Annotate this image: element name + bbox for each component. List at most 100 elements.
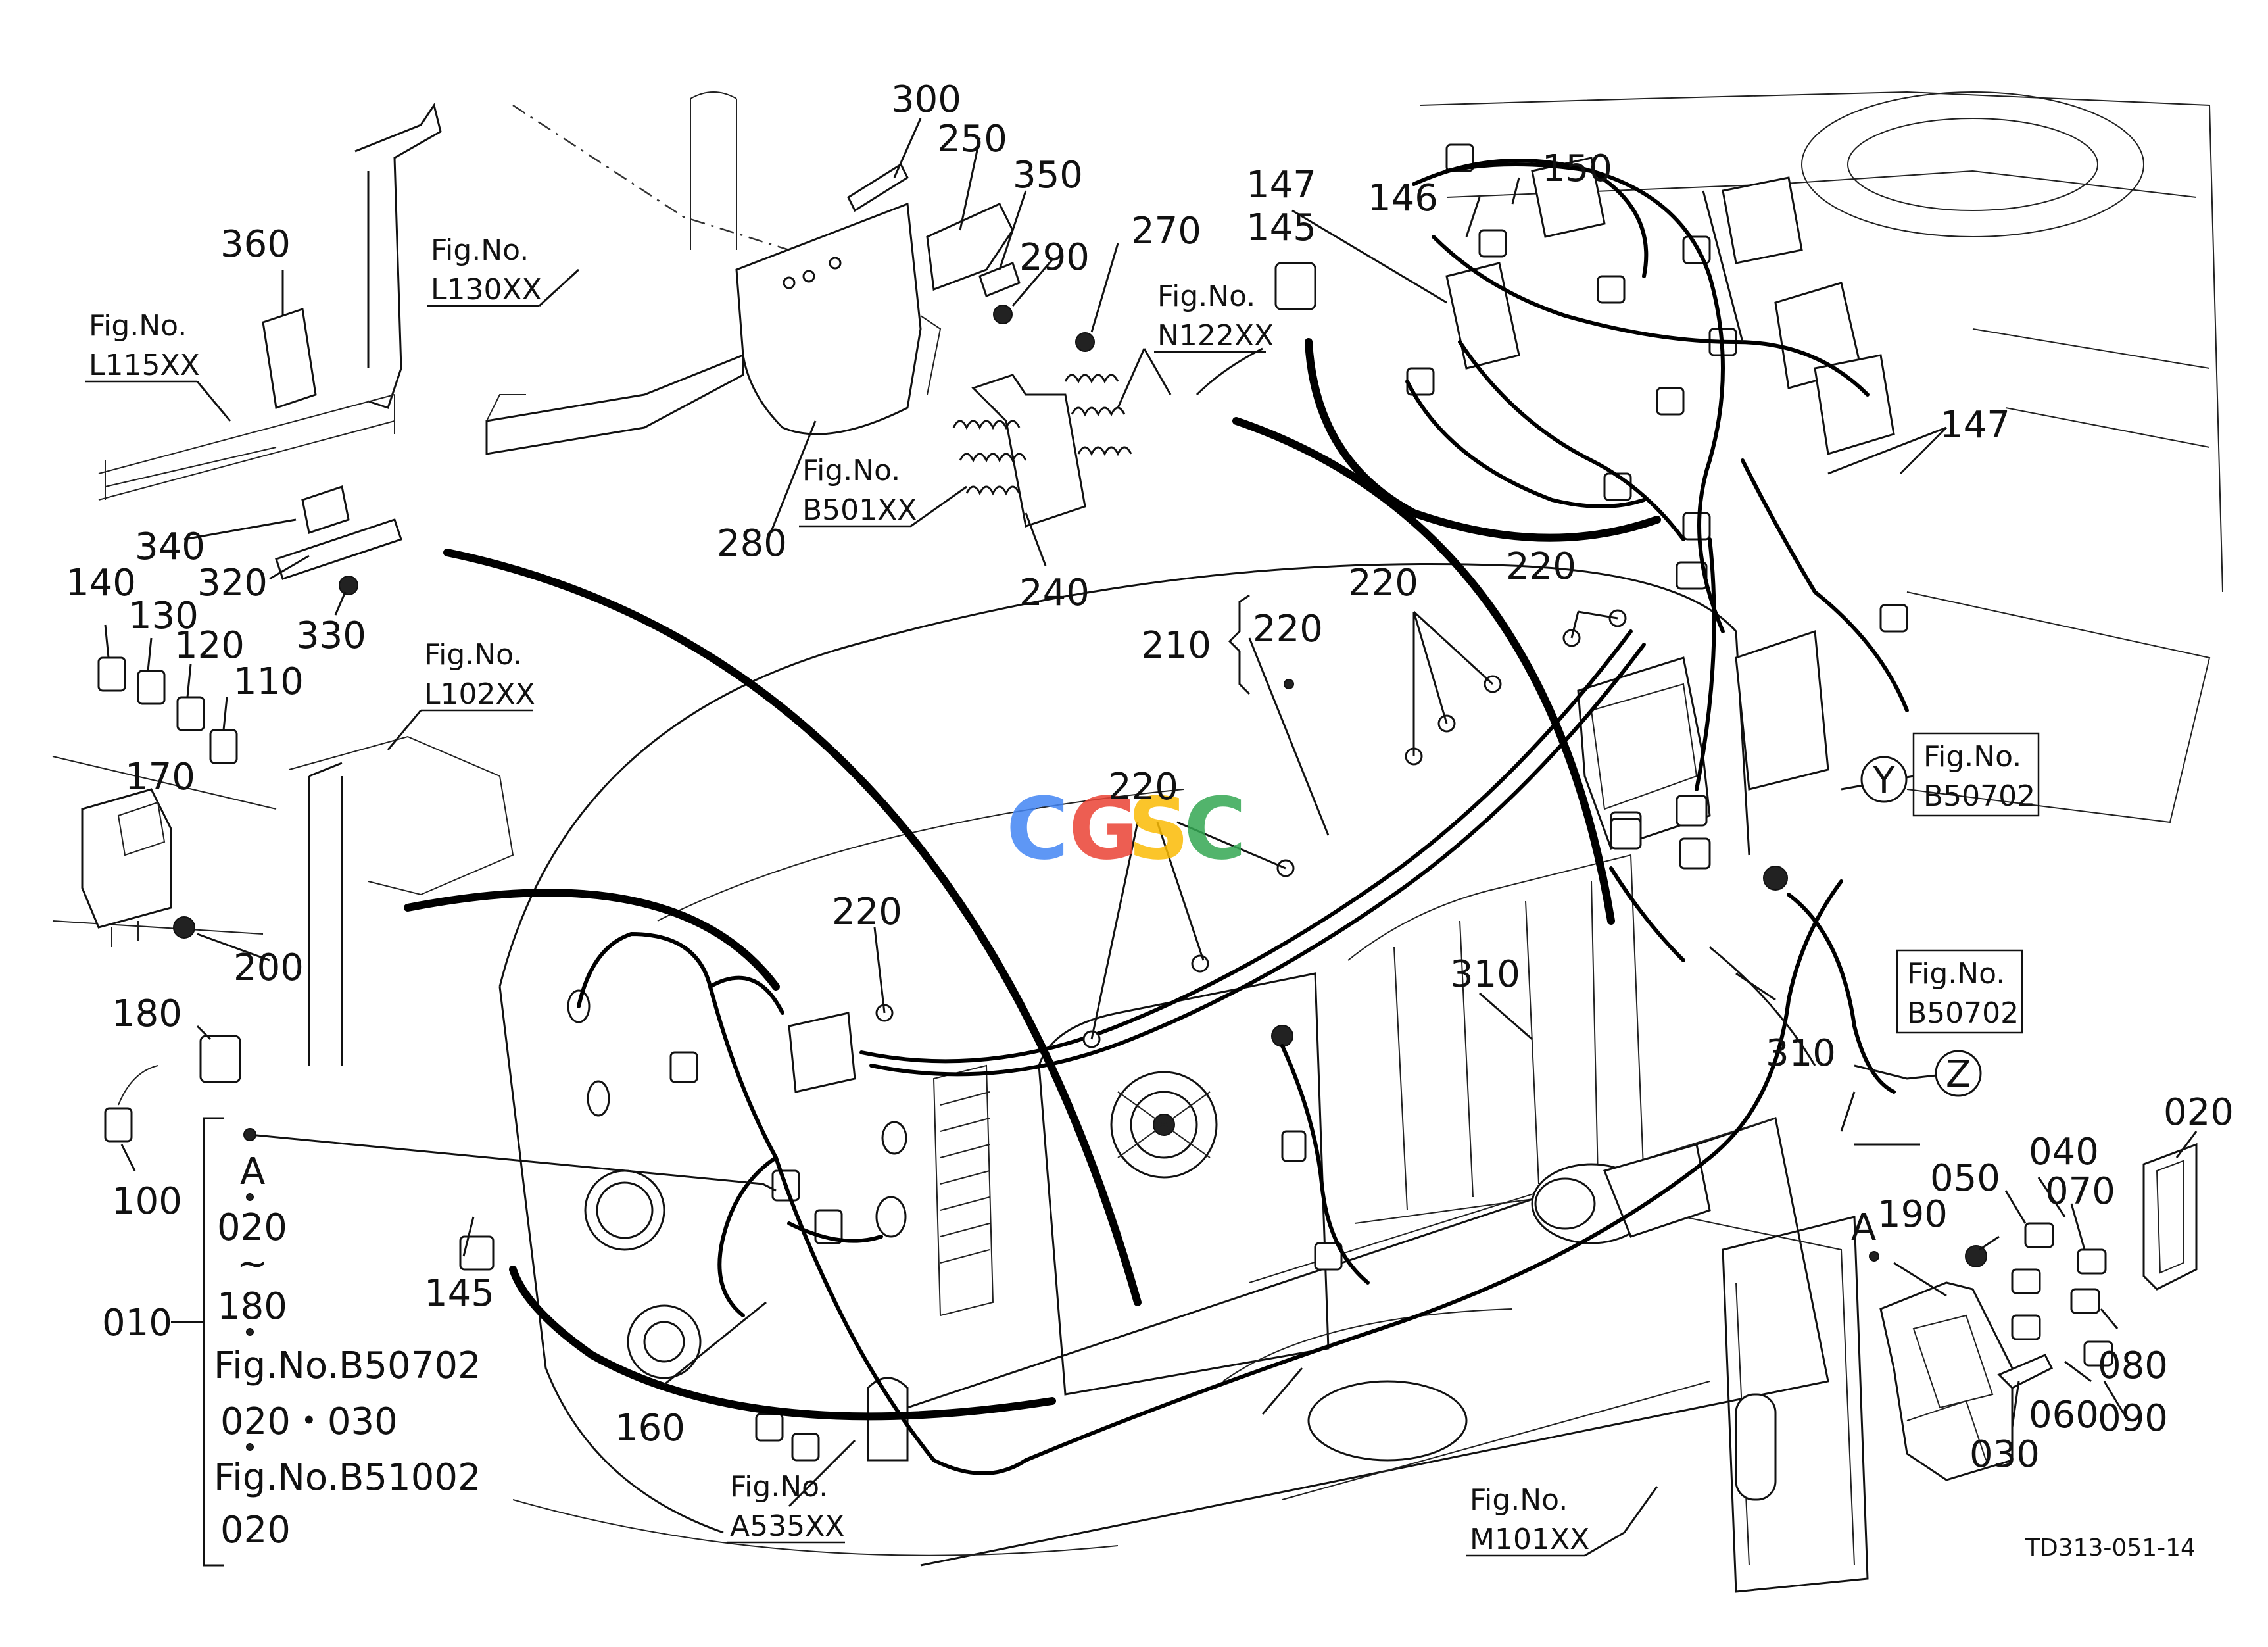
part-number-labels: 300 250 350 290 270 280 240 360 340 320 … bbox=[66, 78, 2234, 1476]
part-label[interactable]: 145 bbox=[1246, 207, 1316, 249]
dot-210 bbox=[1284, 679, 1294, 689]
part-label[interactable]: 300 bbox=[891, 78, 961, 121]
part-label[interactable]: 310 bbox=[1766, 1032, 1836, 1075]
part-label[interactable]: 220 bbox=[1253, 608, 1323, 651]
part-label[interactable]: 220 bbox=[1108, 766, 1178, 808]
fig-ref-caption: Fig.No. bbox=[431, 234, 529, 267]
part-label[interactable]: 140 bbox=[66, 562, 136, 604]
fig-ref-code: B50702 bbox=[1923, 779, 2035, 813]
cgsc-watermark: C G S C bbox=[1006, 779, 1246, 879]
part-label[interactable]: 220 bbox=[1348, 562, 1418, 604]
part-label[interactable]: 060 bbox=[2029, 1394, 2099, 1437]
fig-ref-caption: Fig.No. bbox=[1157, 280, 1255, 313]
part-label[interactable]: 340 bbox=[135, 526, 205, 568]
watermark-letter: C bbox=[1006, 779, 1069, 879]
part-label[interactable]: 290 bbox=[1019, 236, 1090, 279]
legend-letter: A bbox=[240, 1150, 265, 1193]
fig-ref-code: M101XX bbox=[1470, 1523, 1589, 1556]
part-label[interactable]: 090 bbox=[2098, 1397, 2168, 1440]
fig-ref-a535[interactable]: Fig.No. A535XX bbox=[727, 1470, 845, 1544]
parts-legend: 010 A 020 ~ 180 Fig.No.B50702 020・030 Fi… bbox=[102, 1150, 481, 1552]
part-label[interactable]: 360 bbox=[220, 223, 291, 266]
marker-z-label: Z bbox=[1946, 1053, 1971, 1096]
fig-ref-caption: Fig.No. bbox=[802, 454, 900, 487]
fig-ref-code: A535XX bbox=[730, 1510, 844, 1543]
fig-ref-caption: Fig.No. bbox=[1470, 1483, 1568, 1517]
leader-lines bbox=[104, 118, 2198, 1533]
part-label[interactable]: 146 bbox=[1368, 177, 1438, 220]
controller-unit bbox=[1577, 561, 1711, 870]
front-lights bbox=[459, 989, 994, 1462]
part-label[interactable]: 150 bbox=[1542, 147, 1612, 190]
alternator-starter bbox=[1110, 866, 1788, 1271]
main-harness bbox=[577, 609, 1896, 1475]
part-label[interactable]: 350 bbox=[1013, 154, 1083, 197]
watermark-letter: C bbox=[1184, 779, 1246, 879]
fig-ref-n122[interactable]: Fig.No. N122XX bbox=[1154, 280, 1274, 353]
part-label[interactable]: 170 bbox=[125, 756, 195, 799]
circle-markers: Y Z bbox=[1860, 756, 1982, 1097]
marker-y-label: Y bbox=[1872, 759, 1896, 802]
fig-ref-caption: Fig.No. bbox=[1907, 957, 2005, 991]
part-label[interactable]: 200 bbox=[233, 946, 304, 989]
part-label[interactable]: 147 bbox=[1246, 164, 1316, 207]
fig-ref-code: L102XX bbox=[424, 677, 535, 711]
fig-ref-b50702-z[interactable]: Fig.No. B50702 bbox=[1896, 949, 2023, 1034]
part-label[interactable]: 050 bbox=[1930, 1157, 2000, 1200]
fig-ref-code: N122XX bbox=[1157, 319, 1274, 353]
part-label[interactable]: 280 bbox=[717, 522, 787, 565]
part-label[interactable]: 145 bbox=[424, 1272, 495, 1315]
part-label[interactable]: 080 bbox=[2098, 1344, 2168, 1387]
part-label[interactable]: 180 bbox=[112, 993, 182, 1035]
fig-ref-caption: Fig.No. bbox=[730, 1470, 828, 1504]
part-label[interactable]: 220 bbox=[832, 891, 902, 933]
part-label[interactable]: 160 bbox=[615, 1407, 685, 1450]
part-label[interactable]: 070 bbox=[2045, 1170, 2115, 1213]
legend-fig-1: Fig.No.B50702 bbox=[214, 1344, 481, 1387]
fig-ref-code: B50702 bbox=[1907, 996, 2019, 1030]
part-label[interactable]: 020 bbox=[2163, 1091, 2234, 1134]
fig-ref-code: L115XX bbox=[89, 349, 200, 382]
fig-ref-caption: Fig.No. bbox=[424, 638, 522, 672]
fuse-box-group bbox=[1879, 1143, 2198, 1481]
part-label[interactable]: 190 bbox=[1877, 1193, 1948, 1236]
legend-range-tilde: ~ bbox=[237, 1242, 268, 1285]
dashboard-wiring bbox=[1274, 143, 1909, 791]
part-label[interactable]: 330 bbox=[296, 614, 366, 657]
fig-ref-m101[interactable]: Fig.No. M101XX bbox=[1466, 1483, 1625, 1557]
part-label[interactable]: 130 bbox=[128, 595, 199, 637]
part-label[interactable]: 250 bbox=[937, 118, 1007, 160]
marker-y-circle bbox=[1860, 756, 1908, 803]
marker-z-circle bbox=[1935, 1050, 1982, 1097]
fig-ref-b501[interactable]: Fig.No. B501XX bbox=[799, 454, 967, 528]
callout-a-label: A bbox=[1851, 1206, 1876, 1249]
fig-ref-b50702-y[interactable]: Fig.No. B50702 bbox=[1912, 732, 2040, 817]
part-label[interactable]: 320 bbox=[197, 562, 268, 604]
flow-arrows bbox=[404, 159, 1856, 1421]
part-label[interactable]: 220 bbox=[1506, 545, 1576, 588]
fig-ref-l102[interactable]: Fig.No. L102XX bbox=[387, 638, 535, 750]
part-label[interactable]: 310 bbox=[1450, 953, 1520, 996]
part-label[interactable]: 120 bbox=[174, 624, 245, 667]
fig-ref-caption: Fig.No. bbox=[1923, 740, 2021, 774]
part-label[interactable]: 210 bbox=[1141, 624, 1211, 667]
part-label[interactable]: 030 bbox=[1969, 1433, 2040, 1476]
legend-fig-2-parts: 020 bbox=[220, 1509, 291, 1552]
part-label[interactable]: 270 bbox=[1131, 210, 1201, 253]
left-parts bbox=[81, 308, 402, 1143]
fig-ref-code: L130XX bbox=[431, 273, 542, 307]
fig-ref-l115[interactable]: Fig.No. L115XX bbox=[85, 309, 231, 422]
legend-fig-2: Fig.No.B51002 bbox=[214, 1456, 481, 1499]
part-label[interactable]: 240 bbox=[1019, 572, 1090, 614]
part-label[interactable]: 147 bbox=[1940, 404, 2010, 447]
part-label[interactable]: 110 bbox=[233, 660, 304, 703]
drawing-id: TD313-051-14 bbox=[2025, 1535, 2196, 1561]
part-label[interactable]: 040 bbox=[2029, 1131, 2099, 1173]
legend-dot bbox=[243, 1128, 256, 1141]
legend-range-end: 180 bbox=[217, 1285, 287, 1328]
fig-reference-labels: Fig.No. L130XX Fig.No. L115XX Fig.No. B5… bbox=[85, 234, 2040, 1557]
part-label[interactable]: 100 bbox=[112, 1180, 182, 1223]
fig-ref-l130[interactable]: Fig.No. L130XX bbox=[427, 234, 580, 307]
